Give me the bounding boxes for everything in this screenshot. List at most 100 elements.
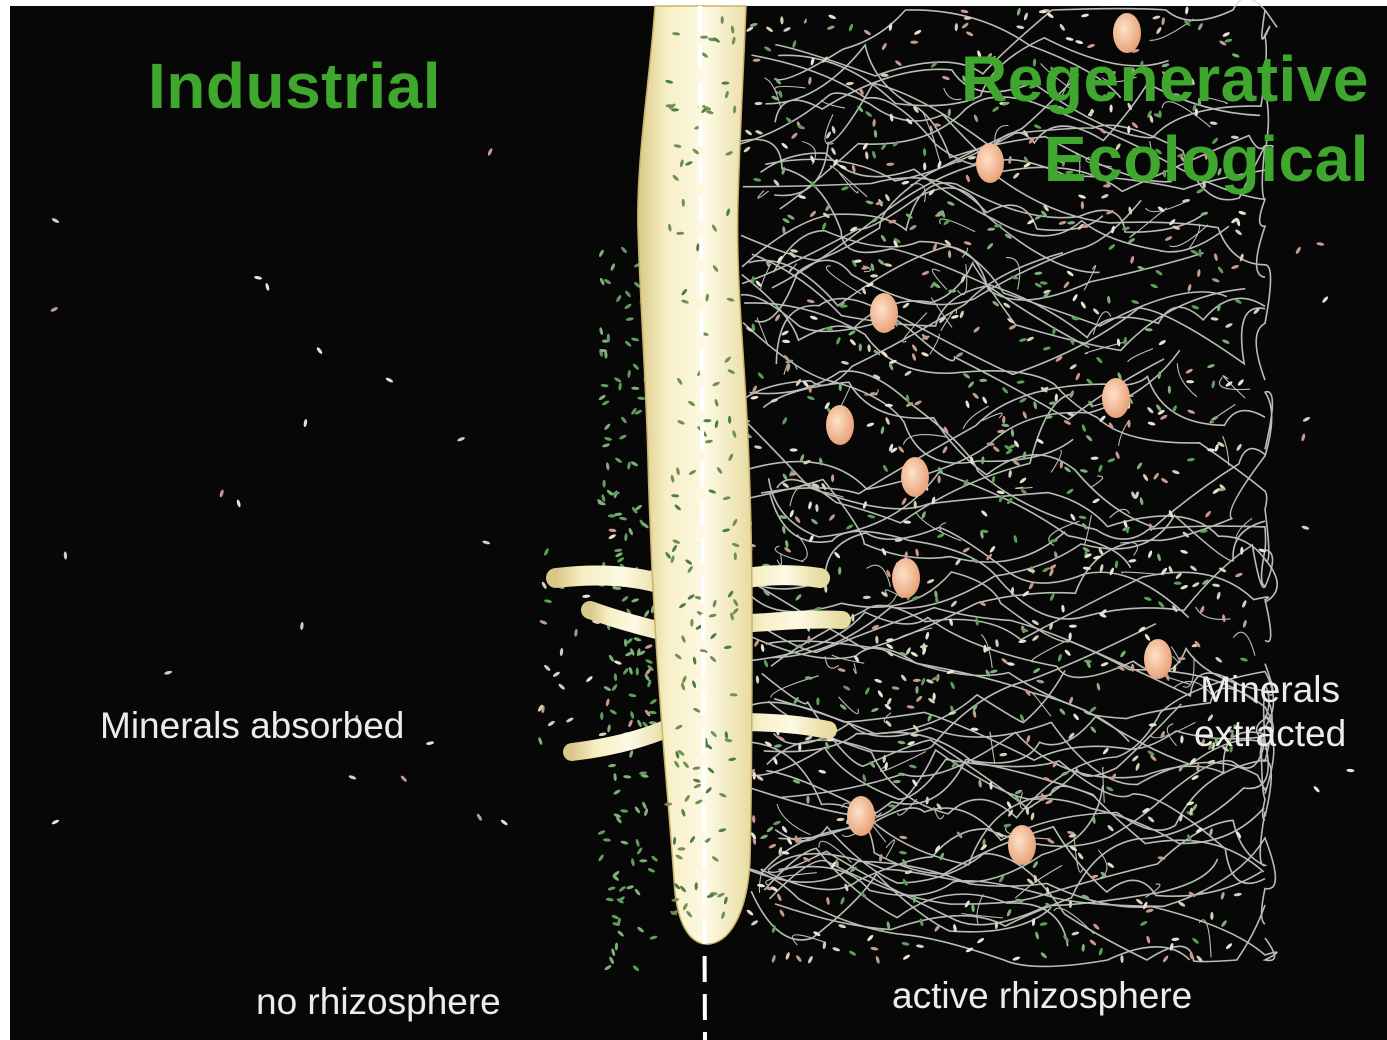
hypha-branch (853, 663, 856, 674)
microbe-speck (639, 859, 647, 862)
microbe-speck (1031, 634, 1039, 642)
microbe-speck (558, 683, 566, 691)
microbe-speck (1046, 12, 1054, 19)
microbe-speck (1155, 403, 1162, 411)
microbe-speck (920, 677, 926, 686)
microbe-speck (1225, 322, 1234, 328)
hypha-strand (772, 164, 1271, 380)
microbe-speck (1185, 368, 1194, 375)
microbe-speck (863, 596, 871, 600)
microbe-speck (808, 501, 813, 510)
microbe-speck (1210, 317, 1218, 321)
microbe-speck (1033, 401, 1038, 409)
microbe-speck (971, 904, 975, 912)
microbe-speck (649, 935, 658, 940)
microbe-speck (1171, 469, 1180, 475)
microbe-speck (1150, 283, 1159, 289)
hypha-strand (769, 491, 1272, 619)
microbe-speck (566, 717, 575, 724)
microbe-speck (981, 396, 988, 405)
microbe-speck (913, 29, 922, 36)
microbe-speck (543, 664, 551, 672)
microbe-speck (750, 395, 758, 400)
microbe-speck (617, 930, 625, 938)
microbe-speck (547, 720, 555, 727)
microbe-speck (636, 926, 644, 933)
microbe-speck (768, 843, 777, 849)
microbe-speck (848, 23, 854, 32)
microbe-speck (1001, 423, 1009, 427)
microbe-speck (1301, 433, 1306, 442)
microbe-speck (1016, 25, 1024, 30)
microbe-speck (1114, 560, 1118, 568)
microbe-speck (837, 667, 846, 672)
microbe-speck (1096, 682, 1101, 691)
microbe-speck (1081, 201, 1084, 209)
microbe-speck (809, 315, 818, 321)
hypha-strand (744, 303, 1269, 561)
microbe-speck (1100, 661, 1109, 667)
microbe-speck (954, 23, 958, 31)
microbe-speck (864, 687, 870, 696)
microbe-speck (1012, 956, 1021, 962)
microbe-speck (613, 660, 622, 666)
microbe-speck (828, 513, 836, 521)
microbe-speck (955, 351, 964, 358)
hypha-strand (772, 515, 1265, 657)
microbe-speck (1213, 253, 1218, 262)
microbe-speck (870, 274, 878, 277)
microbe-speck (752, 815, 756, 823)
microbe-speck (782, 339, 790, 343)
microbe-speck (831, 474, 834, 482)
microbe-speck (838, 567, 841, 575)
microbe-speck (925, 796, 929, 804)
microbe-speck (972, 392, 980, 400)
microbe-speck (1066, 488, 1074, 495)
microbe-speck (615, 552, 624, 558)
microbe-speck (1095, 356, 1103, 364)
microbe-speck (1054, 393, 1058, 401)
microbe-speck (942, 75, 951, 81)
lateral-root-left-1 (556, 576, 665, 585)
microbe-speck (1040, 951, 1048, 959)
microbe-speck (773, 820, 782, 826)
hypha-branch (1236, 518, 1252, 539)
microbe-speck (606, 897, 614, 901)
microbe-speck (794, 515, 801, 523)
microbe-speck (781, 825, 788, 833)
microbe-speck (598, 249, 605, 258)
root-speck (721, 16, 724, 24)
microbe-speck (806, 796, 809, 804)
microbe-speck (1105, 786, 1114, 792)
microbe-speck (1077, 852, 1084, 860)
spore (892, 558, 920, 598)
microbe-speck (790, 448, 798, 451)
microbe-speck (634, 806, 641, 814)
microbe-speck (636, 847, 643, 855)
microbe-speck (885, 417, 891, 426)
microbe-speck (1008, 470, 1012, 478)
microbe-speck (1212, 583, 1220, 587)
microbe-speck (760, 644, 765, 652)
microbe-speck (815, 504, 819, 512)
microbe-speck (1127, 237, 1135, 244)
microbe-speck (947, 108, 951, 116)
microbe-speck (1241, 600, 1247, 609)
microbe-speck (631, 858, 635, 866)
microbe-speck (1072, 293, 1079, 302)
microbe-speck (620, 840, 629, 845)
microbe-speck (810, 518, 818, 525)
microbe-speck (995, 639, 999, 647)
microbe-speck (836, 817, 844, 821)
hypha-strand (742, 183, 1206, 267)
microbe-speck (861, 286, 867, 295)
microbe-speck (874, 678, 883, 684)
microbe-speck (1036, 679, 1044, 684)
microbe-speck (641, 801, 647, 810)
microbe-speck (1135, 898, 1143, 905)
microbe-speck (833, 551, 841, 559)
microbe-speck (613, 377, 622, 384)
microbe-speck (1110, 225, 1115, 234)
microbe-speck (1187, 409, 1196, 415)
microbe-speck (781, 482, 789, 489)
